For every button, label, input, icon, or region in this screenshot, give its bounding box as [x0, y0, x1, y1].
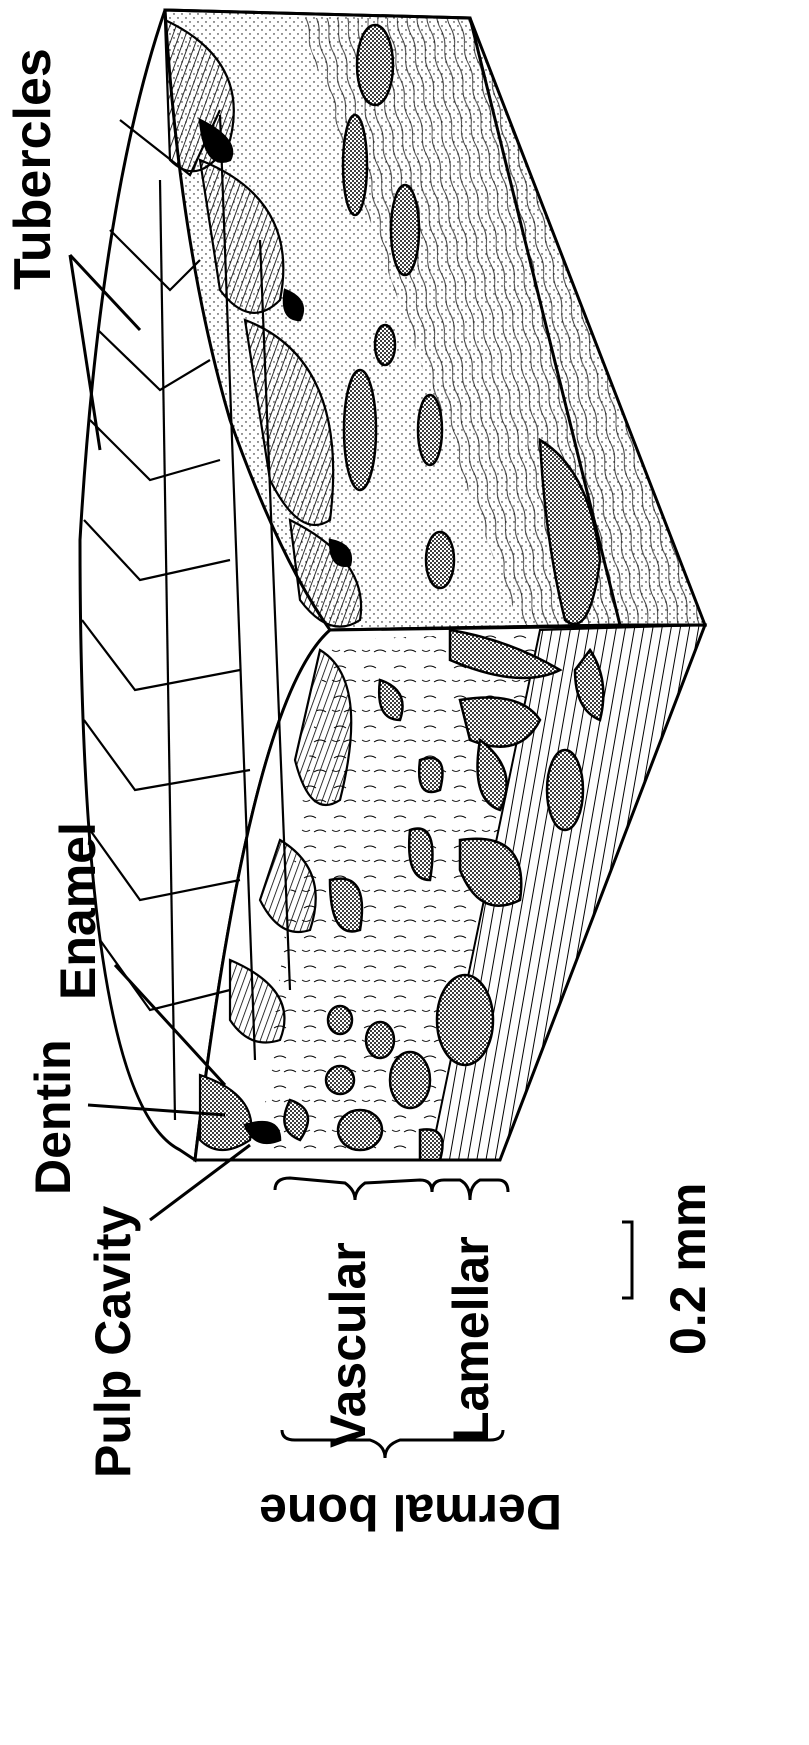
vascular-brace [275, 1178, 432, 1200]
label-dermal-bone: Dermal bone [259, 1484, 562, 1540]
label-lamellar: Lamellar [443, 1236, 499, 1442]
label-tubercles: Tubercles [4, 48, 62, 290]
lamellar-brace [432, 1180, 508, 1200]
label-enamel: Enamel [50, 822, 106, 1000]
label-dentin: Dentin [25, 1039, 81, 1195]
scale-bar [622, 1222, 632, 1298]
label-scale-bar: 0.2 mm [660, 1183, 716, 1355]
label-vascular: Vascular [320, 1242, 376, 1448]
label-pulp-cavity: Pulp Cavity [85, 1206, 141, 1478]
